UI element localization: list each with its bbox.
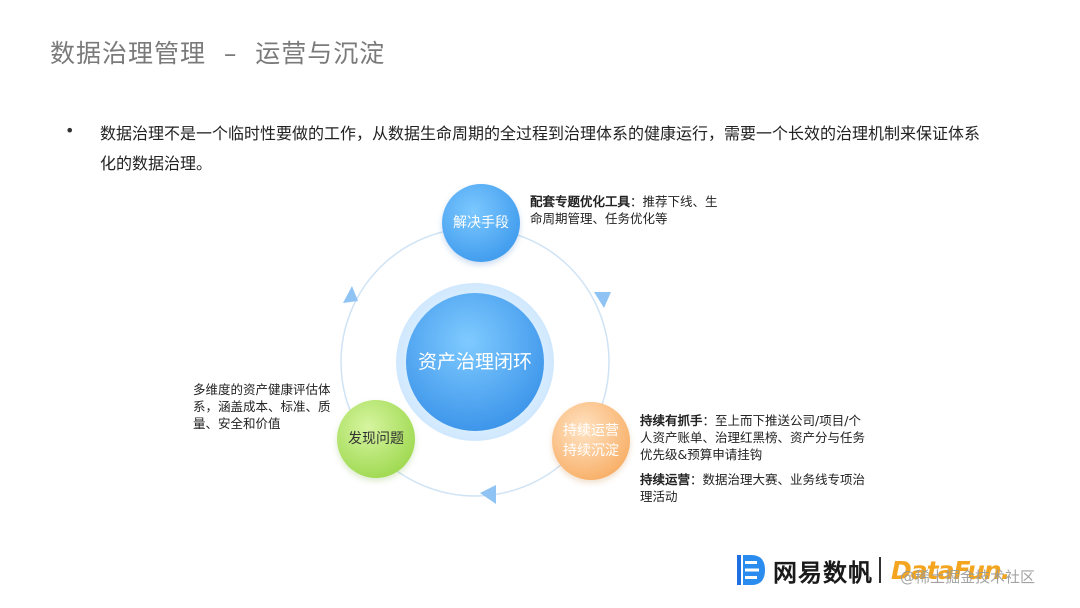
arrow-left bbox=[343, 286, 358, 303]
node-solution: 解决手段 bbox=[442, 184, 520, 262]
slide-title: 数据治理管理 – 运营与沉淀 bbox=[50, 39, 386, 68]
note-operation-1-bold: 持续有抓手 bbox=[640, 413, 703, 428]
note-solution-bold: 配套专题优化工具 bbox=[530, 194, 631, 209]
datafun-logo: DataFun. bbox=[891, 555, 1010, 585]
node-discover: 发现问题 bbox=[337, 400, 415, 478]
netease-logo-icon bbox=[737, 555, 765, 585]
brand-name: 网易数帆 bbox=[773, 558, 873, 587]
note-operation-2-text: ：数据治理大赛、业务线专项治理活动 bbox=[640, 472, 866, 504]
note-operation-2-bold: 持续运营 bbox=[640, 472, 691, 487]
note-operation-2: 持续运营：数据治理大赛、业务线专项治理活动 bbox=[640, 471, 870, 505]
logo-divider bbox=[879, 557, 881, 583]
footer-logo: 网易数帆 DataFun. bbox=[737, 552, 1010, 588]
center-node: 资产治理闭环 bbox=[406, 293, 544, 431]
bullet-dot: • bbox=[65, 121, 75, 140]
note-operation-1: 持续有抓手：至上而下推送公司/项目/个人资产账单、治理红黑榜、资产分与任务优先级… bbox=[640, 412, 870, 463]
watermark: @稀土掘金技术社区 bbox=[900, 568, 1036, 586]
node-operation-label-2: 持续沉淀 bbox=[563, 443, 619, 459]
node-discover-label: 发现问题 bbox=[348, 431, 404, 447]
note-solution: 配套专题优化工具：推荐下线、生命周期管理、任务优化等 bbox=[530, 193, 730, 227]
note-discover: 多维度的资产健康评估体系，涵盖成本、标准、质量、安全和价值 bbox=[193, 382, 331, 431]
note-operation-1-text: ：至上而下推送公司/项目/个人资产账单、治理红黑榜、资产分与任务优先级&预算申请… bbox=[640, 413, 866, 462]
node-operation-label-1: 持续运营 bbox=[563, 423, 619, 439]
node-operation: 持续运营 持续沉淀 bbox=[552, 402, 630, 480]
note-solution-text: ：推荐下线、生命周期管理、任务优化等 bbox=[530, 194, 718, 226]
node-solution-label: 解决手段 bbox=[453, 215, 509, 231]
arrow-bottom bbox=[480, 485, 496, 504]
center-node-label: 资产治理闭环 bbox=[417, 351, 532, 373]
arrow-top-right bbox=[594, 292, 611, 308]
bullet-text: 数据治理不是一个临时性要做的工作，从数据生命周期的全过程到治理体系的健康运行，需… bbox=[100, 124, 981, 173]
